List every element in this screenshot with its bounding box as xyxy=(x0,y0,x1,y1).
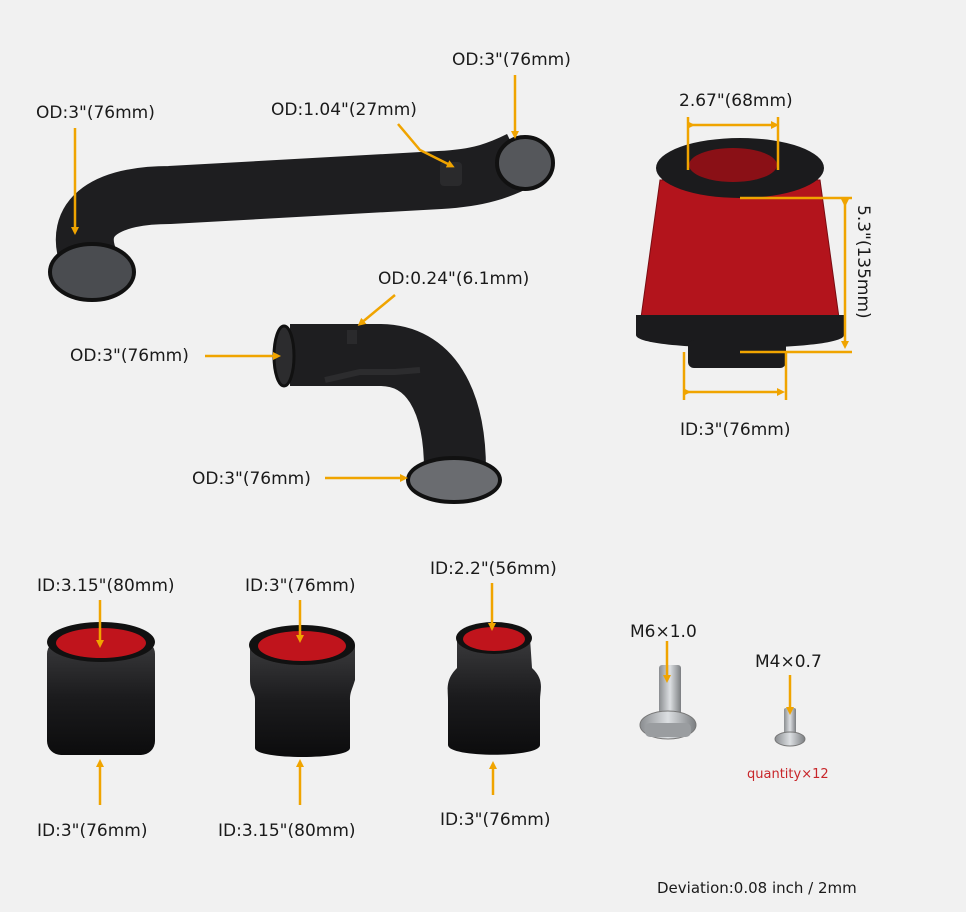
elbow-inlet-label: OD:3"(76mm) xyxy=(70,346,189,366)
bolt-m4-label: M4×0.7 xyxy=(755,652,822,672)
filter-top-label: 2.67"(68mm) xyxy=(679,91,793,111)
intake-inlet-label: OD:3"(76mm) xyxy=(36,103,155,123)
pipe-port xyxy=(440,162,462,186)
air-filter xyxy=(636,138,844,368)
bolt-m4 xyxy=(774,708,806,747)
coupler-2 xyxy=(249,625,355,757)
elbow-outlet-opening xyxy=(406,456,502,504)
filter-height-label: 5.3"(135mm) xyxy=(853,205,873,319)
intake-outlet-label: OD:3"(76mm) xyxy=(452,50,571,70)
intake-pipe xyxy=(48,133,555,302)
elbow-port-label: OD:0.24"(6.1mm) xyxy=(378,269,529,289)
pipe-inlet-opening xyxy=(48,242,136,302)
elbow-outlet-label: OD:3"(76mm) xyxy=(192,469,311,489)
deviation-note: Deviation:0.08 inch / 2mm xyxy=(657,879,857,897)
intake-port-label: OD:1.04"(27mm) xyxy=(271,100,417,120)
bolt-m6-label: M6×1.0 xyxy=(630,622,697,642)
filter-bottom-label: ID:3"(76mm) xyxy=(680,420,790,440)
coupler-3 xyxy=(447,622,541,755)
elbow-pipe xyxy=(272,324,502,504)
coupler-1-top-label: ID:3.15"(80mm) xyxy=(37,576,175,596)
coupler-2-top-label: ID:3"(76mm) xyxy=(245,576,355,596)
coupler-3-bottom-label: ID:3"(76mm) xyxy=(440,810,550,830)
arrow xyxy=(397,123,455,168)
arrow xyxy=(357,294,396,326)
coupler-2-bottom-label: ID:3.15"(80mm) xyxy=(218,821,356,841)
coupler-1-bottom-label: ID:3"(76mm) xyxy=(37,821,147,841)
coupler-3-top-label: ID:2.2"(56mm) xyxy=(430,559,557,579)
pipe-outlet-opening xyxy=(495,135,555,191)
bolt-quantity-note: quantity×12 xyxy=(747,767,829,782)
